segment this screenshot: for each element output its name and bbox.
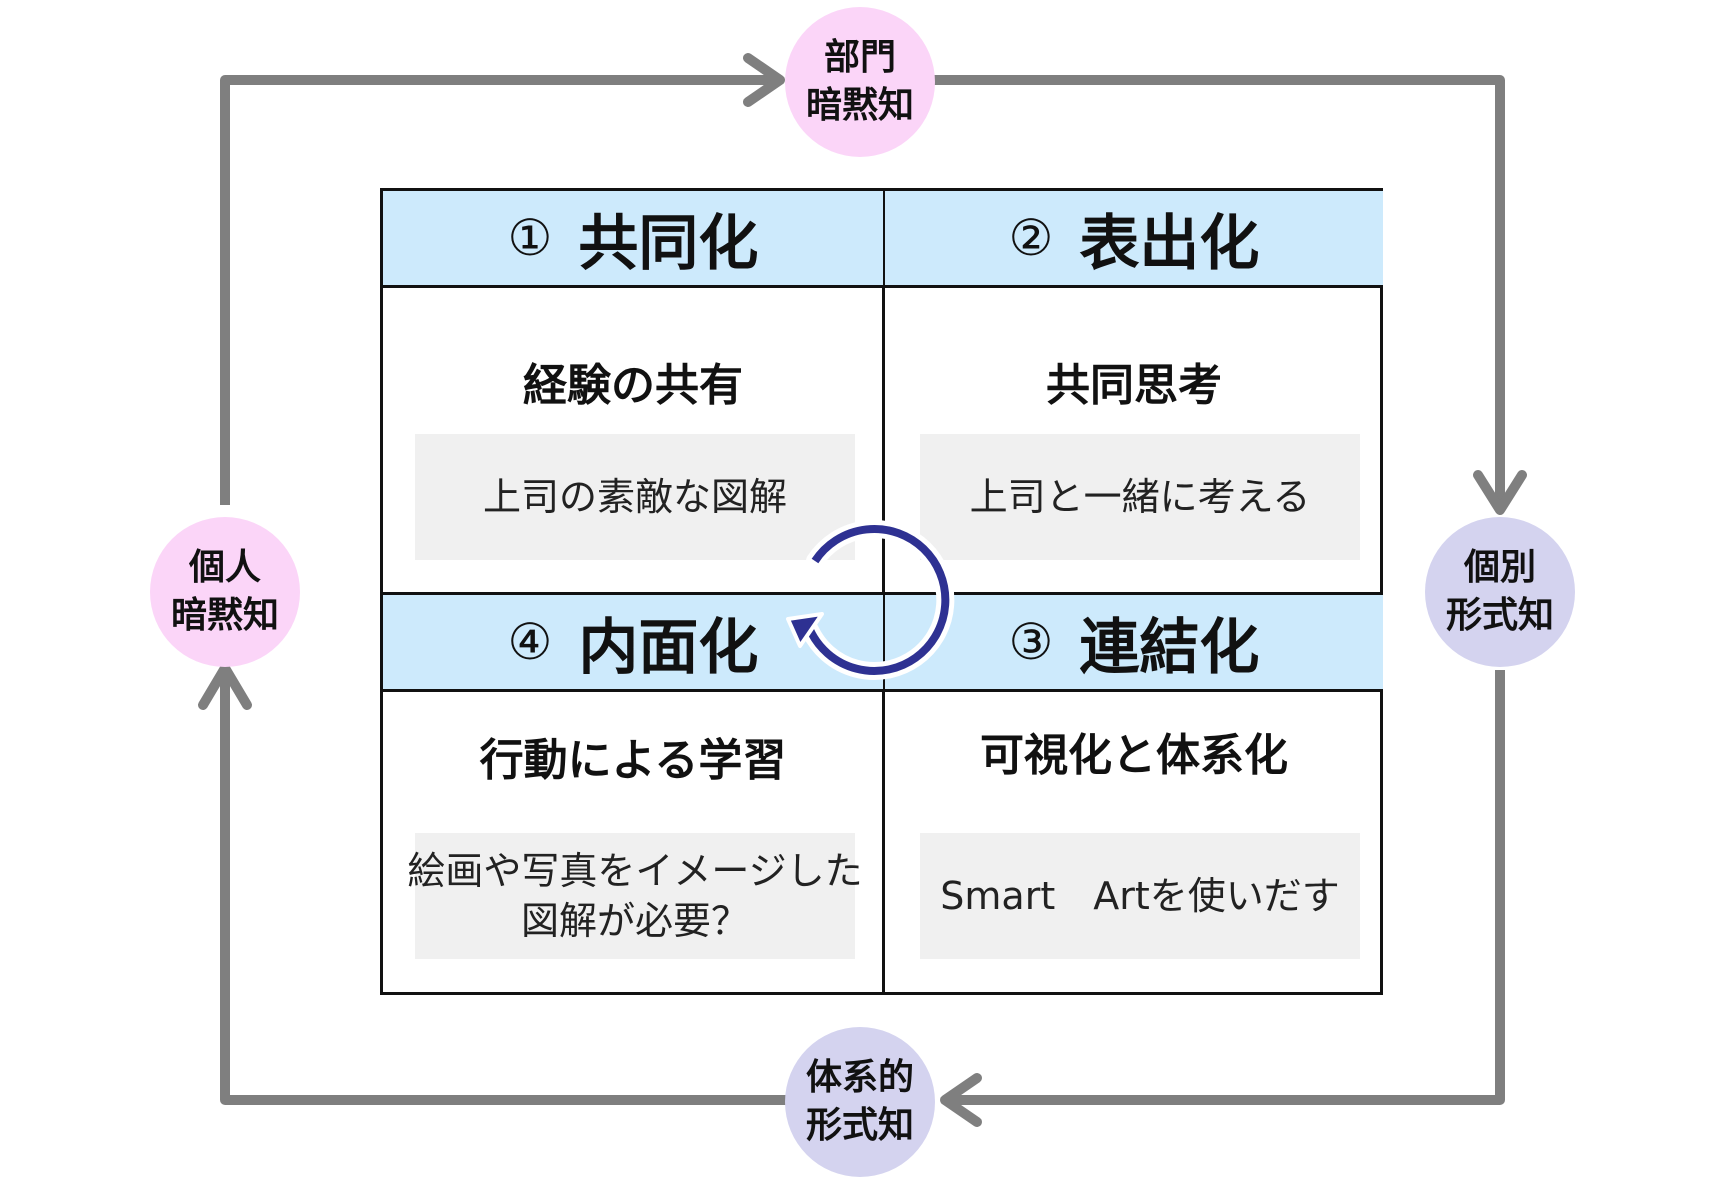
example-line: 図解が必要？ [520, 899, 749, 943]
quadrant-title: 連結化 [1079, 612, 1260, 683]
node-line: 個人 [188, 547, 261, 588]
quadrant-title: 内面化 [578, 612, 759, 683]
arrow-right-to-bottom [945, 670, 1505, 1105]
arrowhead-right [1473, 470, 1527, 515]
node-systematic-explicit: 体系的 形式知 [785, 1027, 935, 1177]
arrowhead-top [743, 53, 785, 107]
quadrant-title: 表出化 [1079, 208, 1260, 279]
arrowhead-bottom [940, 1073, 982, 1127]
arrowhead-left [198, 663, 252, 710]
header-combination: ③ 連結化 [885, 592, 1383, 692]
example-combination: Smart Artを使いだす [920, 833, 1360, 959]
subtitle-externalization: 共同思考 [1046, 360, 1222, 411]
node-individual-tacit: 個人 暗黙知 [150, 517, 300, 667]
node-line: 暗黙知 [805, 85, 914, 126]
node-individual-explicit: 個別 形式知 [1425, 517, 1575, 667]
quadrant-number: ③ [1008, 613, 1054, 671]
example-externalization: 上司と一緒に考える [920, 434, 1360, 560]
subtitle-combination: 可視化と体系化 [980, 730, 1288, 781]
quadrant-number: ① [507, 209, 553, 267]
quadrant-number: ④ [507, 613, 553, 671]
header-externalization: ② 表出化 [885, 188, 1383, 288]
header-internalization: ④ 内面化 [383, 592, 883, 692]
arrow-top-to-right [930, 75, 1505, 510]
node-line: 体系的 [805, 1057, 914, 1098]
example-line: 上司と一緒に考える [969, 475, 1311, 519]
quadrant-number: ② [1008, 209, 1054, 267]
example-internalization: 絵画や写真をイメージした 図解が必要？ [407, 833, 863, 959]
node-line: 部門 [823, 37, 896, 78]
example-line: Smart Artを使いだす [940, 874, 1340, 918]
header-socialization: ① 共同化 [383, 188, 883, 288]
node-department-tacit: 部門 暗黙知 [785, 7, 935, 157]
quadrant-title: 共同化 [578, 208, 759, 279]
node-line: 形式知 [805, 1105, 914, 1146]
subtitle-socialization: 経験の共有 [523, 360, 743, 411]
subtitle-internalization: 行動による学習 [479, 735, 787, 786]
example-line: 絵画や写真をイメージした [407, 849, 863, 893]
arrow-bottom-to-left [220, 668, 795, 1105]
node-line: 暗黙知 [170, 595, 279, 636]
node-line: 個別 [1463, 547, 1536, 588]
example-socialization: 上司の素敵な図解 [415, 434, 855, 560]
arrow-left-to-top [220, 75, 780, 505]
node-line: 形式知 [1445, 595, 1554, 636]
seci-matrix: ① 共同化 ② 表出化 経験の共有 上司の素敵な図解 共同思考 上司と一緒に考え… [380, 188, 1383, 995]
example-line: 上司の素敵な図解 [482, 475, 787, 519]
